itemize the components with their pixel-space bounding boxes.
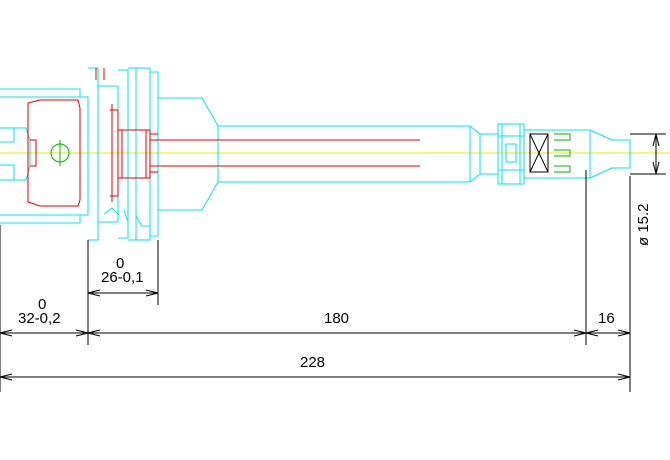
- holder-internals: [27, 68, 420, 207]
- insert-tip: [524, 129, 657, 179]
- dim-16: 16: [598, 310, 615, 327]
- dim-32-main: 32-0,2: [18, 310, 61, 327]
- dim-26-upper: 0: [116, 255, 124, 272]
- dim-32-upper: 0: [38, 296, 46, 313]
- dim-228: 228: [300, 354, 325, 371]
- dim-26-main: 26-0,1: [101, 269, 144, 286]
- dimension-lines: [0, 133, 666, 392]
- dim-180: 180: [324, 310, 349, 327]
- tool-shank: [218, 123, 525, 185]
- dim-diameter: ø 15.2: [635, 203, 652, 246]
- tool-holder: [0, 67, 219, 241]
